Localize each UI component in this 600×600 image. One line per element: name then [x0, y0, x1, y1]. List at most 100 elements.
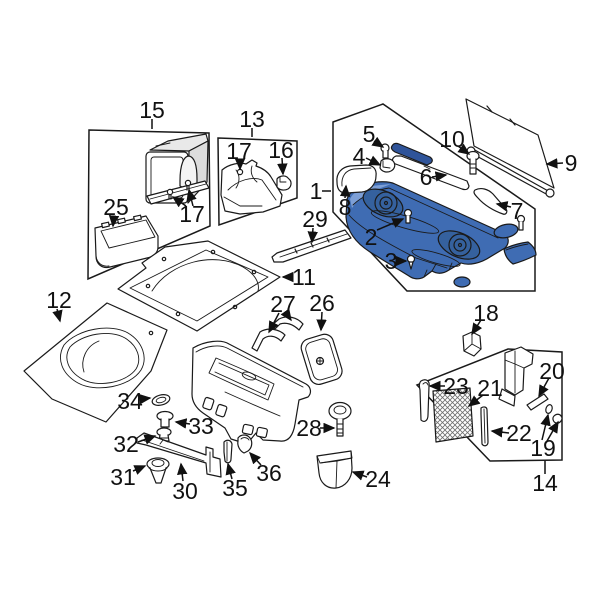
callout-17: 17: [179, 201, 205, 227]
callout-layer: 1234567891011121314151617171819202122232…: [46, 97, 577, 504]
callout-leader-18: [471, 319, 483, 336]
callout-9: 9: [565, 150, 578, 176]
part-18-bracket: [462, 331, 482, 357]
callout-leader-5: [371, 136, 385, 148]
callout-leader-21: [467, 394, 484, 407]
callout-5: 5: [363, 121, 376, 147]
part-9-sunshade: [465, 98, 555, 198]
callout-19: 19: [530, 435, 556, 461]
callout-23: 23: [443, 373, 469, 399]
callout-18: 18: [473, 300, 499, 326]
part-12-floor-mat: [23, 302, 168, 423]
part-2-fastener: [403, 208, 413, 224]
part-28-thumb-screw: [328, 401, 352, 437]
part-24-storage-bin: [316, 450, 353, 489]
callout-15: 15: [139, 97, 165, 123]
part-15-trim-panel: [145, 133, 210, 205]
callout-1: 1: [310, 178, 323, 204]
callout-21: 21: [477, 375, 503, 401]
part-23-rod: [418, 379, 430, 422]
callout-leader-27: [268, 312, 280, 334]
part-4-clip: [379, 158, 396, 173]
callout-leader-25: [108, 215, 120, 228]
part-11-trunk-mat: [117, 240, 281, 332]
callout-3: 3: [385, 248, 398, 274]
callout-leader-12: [52, 308, 63, 323]
callout-24: 24: [365, 466, 391, 492]
callout-29: 29: [302, 206, 328, 232]
part-8-pad: [336, 164, 377, 194]
callout-36: 36: [256, 460, 282, 486]
part-1-package-tray: [345, 142, 537, 288]
callout-28: 28: [296, 415, 322, 441]
box-1: [332, 103, 536, 292]
part-30-sill-bracket: [136, 432, 222, 478]
callout-leader-19: [540, 413, 551, 441]
part-31-plug: [146, 457, 170, 484]
callout-leader-2: [376, 218, 405, 231]
callout-leader-24: [351, 470, 368, 481]
callout-20: 20: [539, 358, 565, 384]
part-29-sill-strip: [271, 229, 352, 263]
part-34-grommet: [151, 394, 171, 406]
callout-leader-22: [490, 427, 510, 438]
callout-7: 7: [511, 198, 524, 224]
part-27-trim-strips: [251, 316, 304, 352]
callout-leader-34: [138, 393, 152, 405]
callout-4: 4: [353, 143, 366, 169]
callout-leader-17: [171, 196, 187, 208]
callout-11: 11: [292, 264, 316, 290]
callout-6: 6: [420, 164, 433, 190]
callout-leader-17: [186, 188, 197, 207]
part-20-strip: [526, 393, 549, 411]
part-5-screw: [380, 143, 390, 159]
callout-leader-32: [137, 434, 157, 445]
callout-leader-8: [339, 184, 351, 199]
callout-leader-20: [538, 377, 550, 398]
callout-leader-29: [307, 227, 318, 244]
callout-2: 2: [365, 224, 378, 250]
callout-13: 13: [239, 106, 265, 132]
callout-31: 31: [110, 464, 136, 490]
part-33-push-pin: [156, 410, 174, 433]
callout-34: 34: [117, 388, 143, 414]
callout-12: 12: [46, 287, 72, 313]
net-kit-column: [498, 346, 534, 407]
callout-leader-36: [248, 451, 262, 466]
callout-leader-30: [177, 462, 188, 482]
callout-14: 14: [532, 470, 558, 496]
callout-leader-33: [174, 418, 191, 429]
callout-32: 32: [113, 431, 139, 457]
part-36-cap: [237, 434, 253, 454]
callout-leader-19: [546, 420, 559, 442]
center-panel: [191, 340, 312, 445]
callout-33: 33: [188, 413, 214, 439]
part-25-storage-tray: [94, 214, 159, 269]
callout-leader-35: [225, 462, 236, 480]
part-21-cargo-net: [432, 387, 474, 443]
part-17-screws-left: [166, 179, 192, 200]
callout-25: 25: [103, 194, 129, 220]
callout-35: 35: [222, 475, 248, 501]
box-14: [415, 348, 563, 462]
callout-leader-27: [280, 308, 292, 322]
callout-leader-4: [365, 155, 382, 166]
callout-leader-26: [316, 311, 327, 332]
part-3-clip: [406, 254, 416, 270]
callout-27: 27: [270, 291, 296, 317]
callout-22: 22: [506, 420, 532, 446]
callout-leader-7: [495, 201, 512, 212]
callout-leader-31: [132, 465, 147, 475]
box-13: [217, 137, 298, 227]
callout-10: 10: [439, 126, 465, 152]
box-15: [87, 129, 211, 281]
callout-17: 17: [226, 138, 252, 164]
part-26-panel: [300, 333, 343, 385]
part-16-clip: [276, 175, 292, 191]
callout-30: 30: [172, 478, 198, 504]
callout-leader-16: [277, 157, 288, 176]
callout-16: 16: [268, 137, 294, 163]
callout-26: 26: [309, 290, 335, 316]
